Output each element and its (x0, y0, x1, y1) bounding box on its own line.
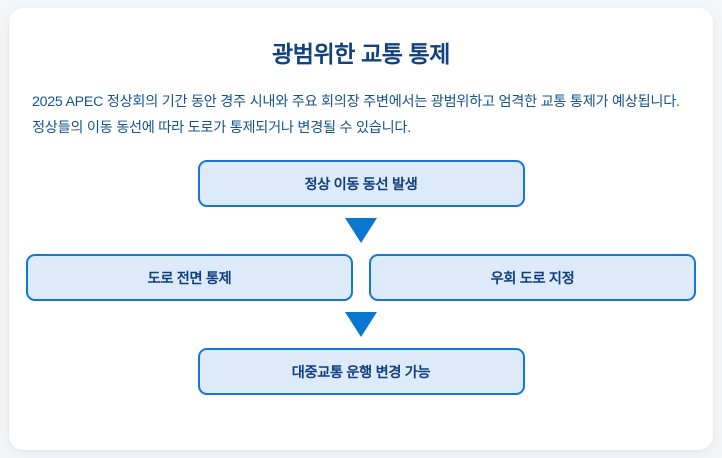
triangle-down-icon (345, 218, 377, 243)
page-title: 광범위한 교통 통제 (271, 41, 451, 67)
flow-row-1: 정상 이동 동선 발생 (9, 160, 713, 207)
triangle-down-icon (345, 312, 377, 337)
flow-step-road-closure[interactable]: 도로 전면 통제 (26, 254, 353, 301)
flow-step-transit-change[interactable]: 대중교통 운행 변경 가능 (197, 348, 525, 395)
info-card: 광범위한 교통 통제 2025 APEC 정상회의 기간 동안 경주 시내와 주… (9, 8, 713, 450)
description-text: 2025 APEC 정상회의 기간 동안 경주 시내와 주요 회의장 주변에서는… (32, 94, 680, 136)
flow-arrow-1 (9, 207, 713, 254)
flow-row-2: 도로 전면 통제 우회 도로 지정 (9, 254, 713, 301)
flow-arrow-2 (9, 301, 713, 348)
flow-step-detour-route[interactable]: 우회 도로 지정 (369, 254, 696, 301)
flow-row-3: 대중교통 운행 변경 가능 (9, 348, 713, 395)
flow-step-trigger[interactable]: 정상 이동 동선 발생 (197, 160, 525, 207)
traffic-control-flowchart: 정상 이동 동선 발생 도로 전면 통제 우회 도로 지정 대중교통 운행 변경… (9, 160, 713, 395)
